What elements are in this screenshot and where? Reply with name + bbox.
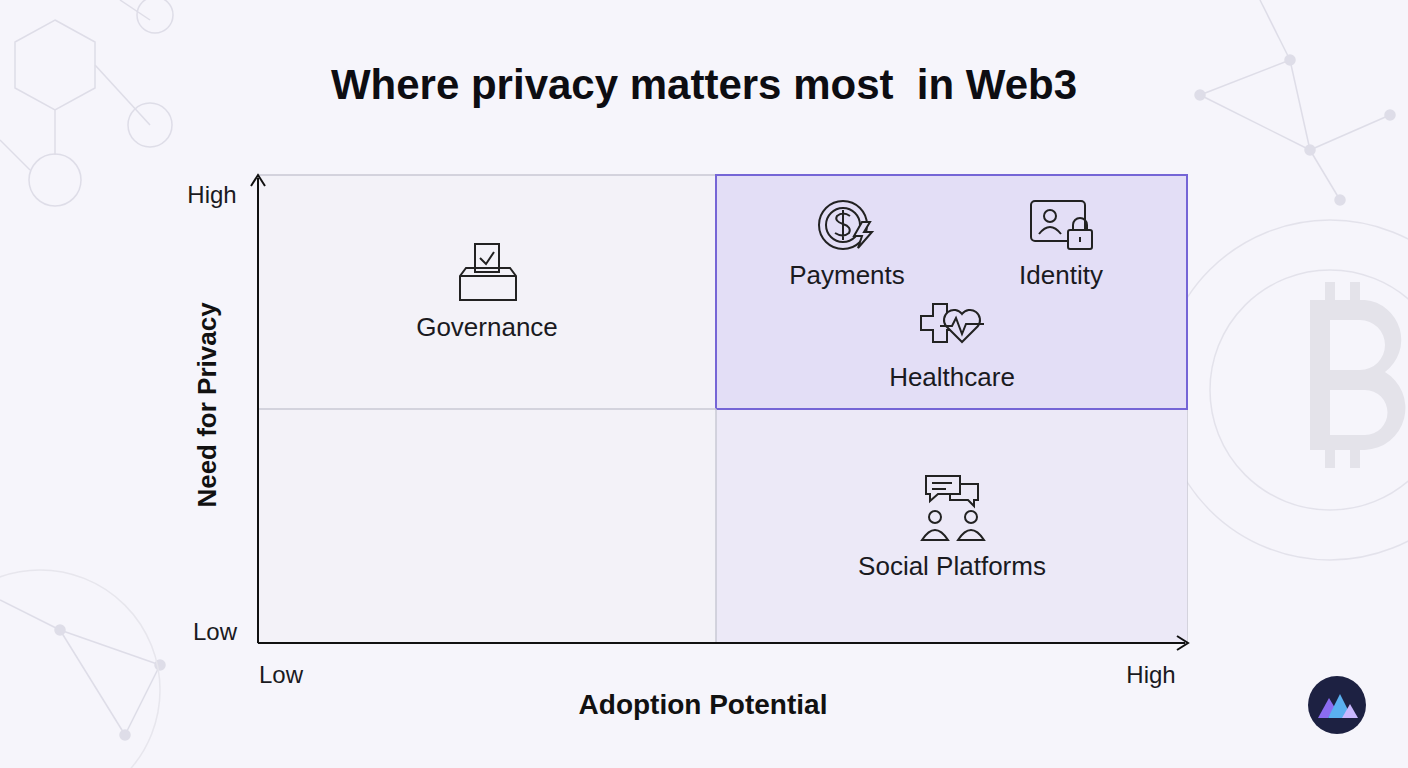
axis-title: Need for Privacy [193, 302, 223, 507]
axis-title: Adoption Potential [579, 689, 828, 721]
brand-logo [1308, 676, 1366, 734]
quadrant-item: Governance [416, 313, 558, 343]
quadrant-item: Social Platforms [858, 552, 1046, 582]
axis-tick: Low [259, 661, 303, 689]
quadrant-fill [716, 409, 1187, 643]
identity-icon [1031, 201, 1092, 249]
social-icon [922, 476, 984, 540]
ballot-icon [460, 244, 516, 300]
quadrant-item: Healthcare [889, 363, 1015, 393]
quadrant-item: Payments [789, 261, 905, 291]
healthcare-icon [921, 304, 984, 342]
highlight-quadrant [716, 175, 1187, 409]
payment-icon [819, 201, 872, 249]
quadrant-item: Identity [1019, 261, 1103, 291]
axis-tick: Low [193, 618, 237, 646]
axis-tick: High [187, 181, 236, 209]
chart-title: Where privacy matters most in Web3 [331, 61, 1077, 109]
plot-area [258, 175, 1187, 643]
axes [251, 175, 1188, 650]
axis-tick: High [1126, 661, 1175, 689]
